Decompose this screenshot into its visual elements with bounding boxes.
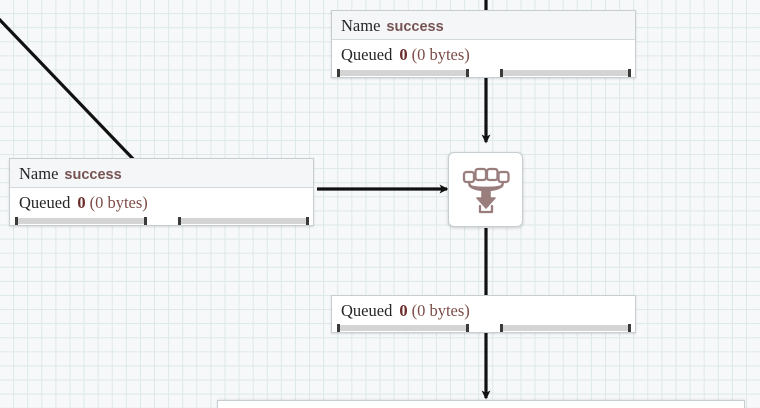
connection-queued-key: Queued: [19, 193, 71, 212]
queued-size-meter: [500, 323, 631, 332]
connection-queued-count: 0: [399, 45, 408, 64]
connection-queued-count: 0: [77, 193, 86, 212]
connection-name-row: Name success: [332, 11, 635, 40]
connection-queued-bytes: (0 bytes): [411, 301, 470, 320]
edge-diagonal-incoming: [0, 17, 138, 164]
connection-queued-row: Queued 0(0 bytes): [332, 40, 635, 69]
connection-name-row: Name success: [10, 159, 313, 188]
queued-count-meter: [15, 216, 147, 225]
bottom-processor-component[interactable]: [217, 400, 745, 408]
connection-queued-row: Queued 0(0 bytes): [332, 296, 635, 325]
connection-meters: [10, 216, 313, 225]
queued-count-meter: [337, 323, 469, 332]
funnel-component[interactable]: [448, 152, 523, 227]
connection-meters: [332, 323, 635, 332]
connection-meters: [332, 68, 635, 77]
connection-label-top[interactable]: Name success Queued 0(0 bytes): [331, 10, 636, 78]
connection-queued-bytes: (0 bytes): [411, 45, 470, 64]
connection-queued-count: 0: [399, 301, 408, 320]
connection-relationship-value: success: [64, 167, 122, 183]
connection-name-key: Name: [19, 164, 59, 183]
funnel-icon: [462, 167, 510, 213]
connection-queued-bytes: (0 bytes): [89, 193, 148, 212]
connection-queued-key: Queued: [341, 301, 393, 320]
connection-queued-row: Queued 0(0 bytes): [10, 188, 313, 217]
connection-label-bottom[interactable]: Queued 0(0 bytes): [331, 295, 636, 333]
queued-size-meter: [500, 68, 631, 77]
connection-queued-key: Queued: [341, 45, 393, 64]
connection-name-key: Name: [341, 16, 381, 35]
queued-count-meter: [337, 68, 469, 77]
connection-relationship-value: success: [386, 19, 444, 35]
connection-label-left[interactable]: Name success Queued 0(0 bytes): [9, 158, 314, 226]
queued-size-meter: [178, 216, 309, 225]
